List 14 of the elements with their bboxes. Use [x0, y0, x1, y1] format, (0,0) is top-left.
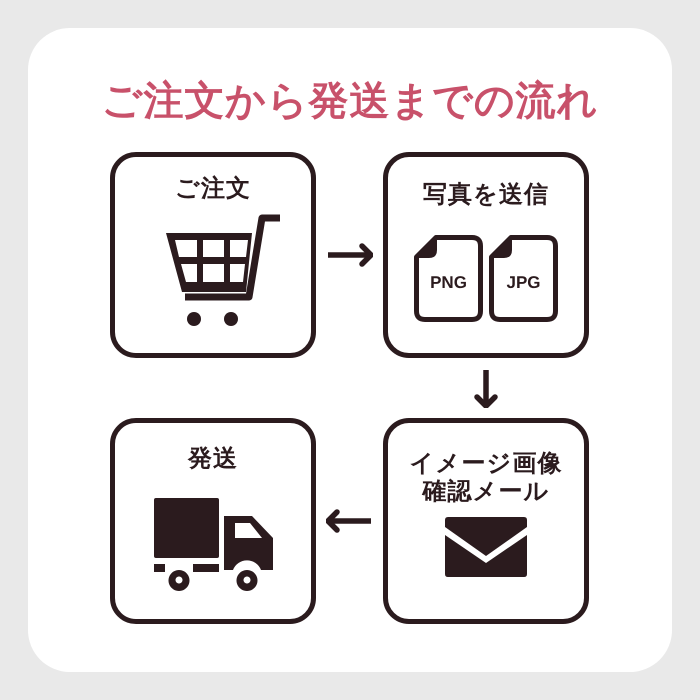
step-box [110, 418, 316, 624]
arrow [474, 370, 498, 409]
step-box [383, 418, 589, 624]
file-format-label: JPG [506, 273, 541, 293]
arrow [325, 509, 371, 533]
step-title: イメージ画像確認メール [408, 450, 564, 506]
step-box [383, 152, 589, 358]
step-title: 写真を送信 [422, 181, 550, 209]
file-format-label: PNG [430, 273, 467, 293]
arrow [328, 243, 374, 267]
step-box [110, 152, 316, 358]
title: ご注文から発送までの流れ [102, 78, 598, 124]
step-title: 発送 [186, 445, 239, 473]
step-title: ご注文 [174, 175, 252, 203]
